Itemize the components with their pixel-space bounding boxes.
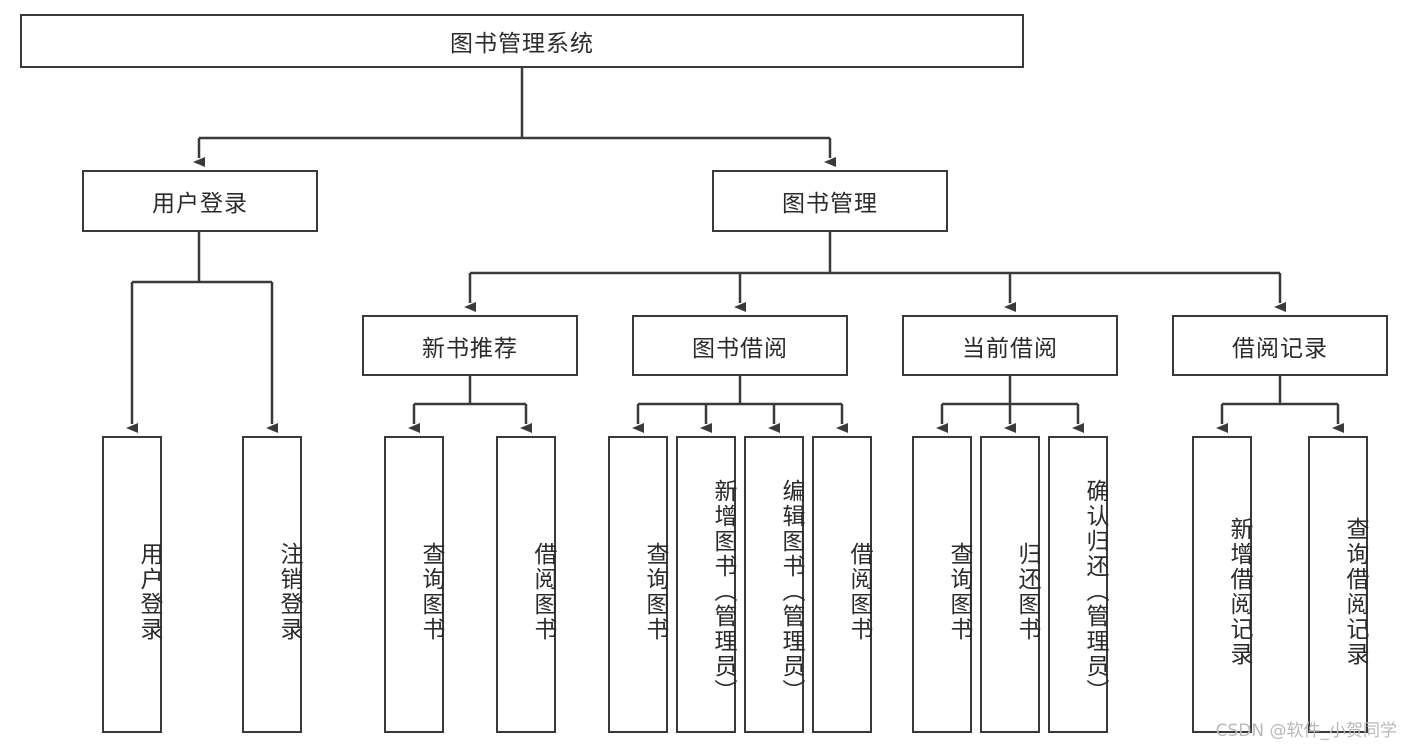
node-label: 查询图书 <box>642 541 668 642</box>
node-new-book-recommend[interactable]: 新书推荐 <box>362 315 578 376</box>
node-label: 新书推荐 <box>422 335 518 362</box>
node-current-borrow[interactable]: 当前借阅 <box>902 315 1118 376</box>
leaf-edit-book[interactable]: 编辑图书（管理员） <box>744 436 804 733</box>
node-label: 借阅图书 <box>530 541 556 642</box>
leaf-query-book-current[interactable]: 查询图书 <box>912 436 972 733</box>
leaf-borrow-book-recommend[interactable]: 借阅图书 <box>496 436 556 733</box>
leaf-user-login[interactable]: 用户登录 <box>102 436 162 733</box>
node-label: 用户登录 <box>152 191 248 217</box>
node-label: 图书管理系统 <box>450 31 594 57</box>
leaf-logout-login[interactable]: 注销登录 <box>242 436 302 733</box>
node-label: 新增图书（管理员） <box>710 479 736 704</box>
leaf-borrow-book[interactable]: 借阅图书 <box>812 436 872 733</box>
node-label: 归还图书 <box>1014 541 1040 642</box>
node-borrow-record[interactable]: 借阅记录 <box>1172 315 1388 376</box>
node-label: 注销登录 <box>276 541 302 642</box>
leaf-add-borrow-record[interactable]: 新增借阅记录 <box>1192 436 1252 733</box>
leaf-confirm-return[interactable]: 确认归还（管理员） <box>1048 436 1108 733</box>
node-label: 确认归还（管理员） <box>1082 479 1108 704</box>
node-label: 借阅图书 <box>846 541 872 642</box>
csdn-watermark: CSDN @软件_小贺同学 <box>1215 721 1397 741</box>
node-label: 查询图书 <box>946 541 972 642</box>
leaf-add-book[interactable]: 新增图书（管理员） <box>676 436 736 733</box>
node-label: 借阅记录 <box>1232 335 1328 362</box>
leaf-query-book-recommend[interactable]: 查询图书 <box>384 436 444 733</box>
leaf-return-book[interactable]: 归还图书 <box>980 436 1040 733</box>
leaf-query-book-borrow[interactable]: 查询图书 <box>608 436 668 733</box>
node-label: 图书借阅 <box>692 335 788 362</box>
node-label: 编辑图书（管理员） <box>778 479 804 704</box>
node-label: 用户登录 <box>136 541 162 642</box>
node-root-system[interactable]: 图书管理系统 <box>20 14 1024 68</box>
node-user-login[interactable]: 用户登录 <box>82 170 318 232</box>
node-book-manage[interactable]: 图书管理 <box>712 170 948 232</box>
node-label: 查询借阅记录 <box>1342 516 1368 667</box>
node-book-borrow[interactable]: 图书借阅 <box>632 315 848 376</box>
leaf-query-borrow-record[interactable]: 查询借阅记录 <box>1308 436 1368 733</box>
node-label: 图书管理 <box>782 191 878 217</box>
node-label: 新增借阅记录 <box>1226 516 1252 667</box>
node-label: 当前借阅 <box>962 335 1058 362</box>
node-label: 查询图书 <box>418 541 444 642</box>
